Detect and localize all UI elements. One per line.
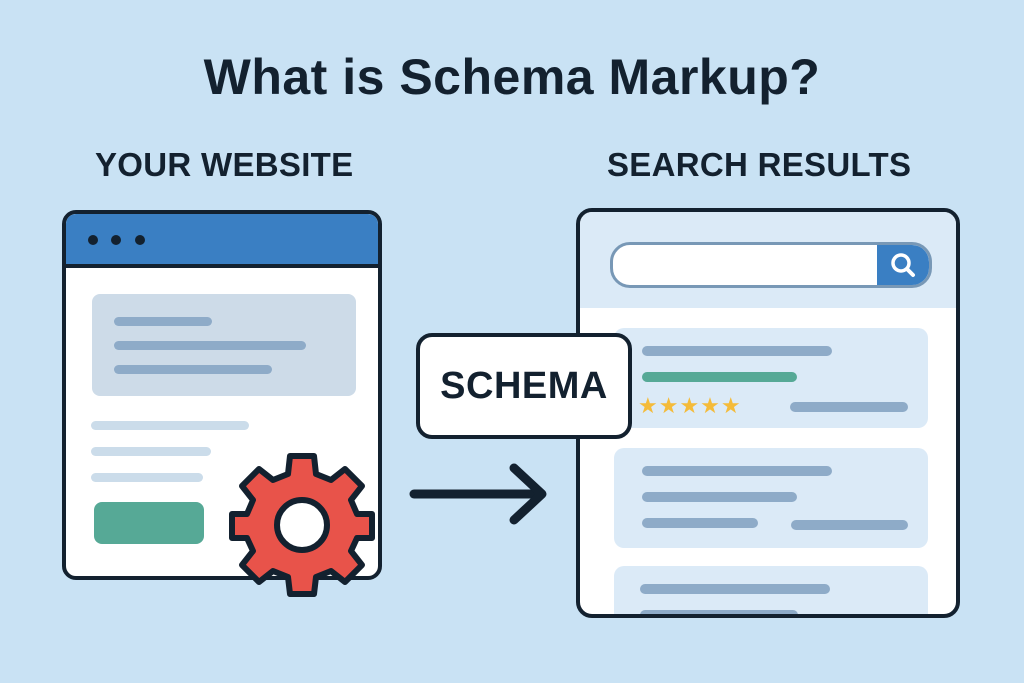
- search-results-heading: SEARCH RESULTS: [607, 146, 912, 183]
- search-results-window: ★★★★★: [576, 208, 960, 618]
- browser-title-bar: [66, 214, 378, 268]
- window-dot-icon: [88, 235, 98, 245]
- schema-badge: SCHEMA: [416, 333, 632, 439]
- search-icon: [891, 253, 915, 277]
- result-text-line: [640, 610, 798, 614]
- result-highlight-line: [642, 372, 797, 382]
- text-line: [114, 317, 212, 326]
- search-header: [580, 212, 956, 308]
- window-dot-icon: [135, 235, 145, 245]
- page-title: What is Schema Markup?: [203, 49, 821, 105]
- text-line: [91, 473, 203, 482]
- rating-stars-icon: ★★★★★: [638, 393, 742, 418]
- result-text-line: [642, 518, 758, 528]
- gear-icon: [229, 453, 375, 597]
- search-input[interactable]: [610, 242, 932, 288]
- result-meta-line: [790, 402, 908, 412]
- arrow-right-icon: [409, 463, 547, 525]
- text-line: [114, 341, 306, 350]
- website-window: [62, 210, 382, 580]
- cta-button: [94, 502, 204, 544]
- rich-result-card[interactable]: ★★★★★: [614, 328, 928, 428]
- result-title-line: [642, 466, 832, 476]
- result-text-line: [642, 492, 797, 502]
- window-dot-icon: [111, 235, 121, 245]
- hero-block: [92, 294, 356, 396]
- result-meta-line: [791, 520, 908, 530]
- result-title-line: [642, 346, 832, 356]
- result-card[interactable]: [614, 566, 928, 614]
- text-line: [91, 447, 211, 456]
- search-button[interactable]: [877, 245, 929, 285]
- result-card[interactable]: [614, 448, 928, 548]
- text-line: [91, 421, 249, 430]
- your-website-heading: YOUR WEBSITE: [95, 146, 354, 183]
- text-line: [114, 365, 272, 374]
- result-title-line: [640, 584, 830, 594]
